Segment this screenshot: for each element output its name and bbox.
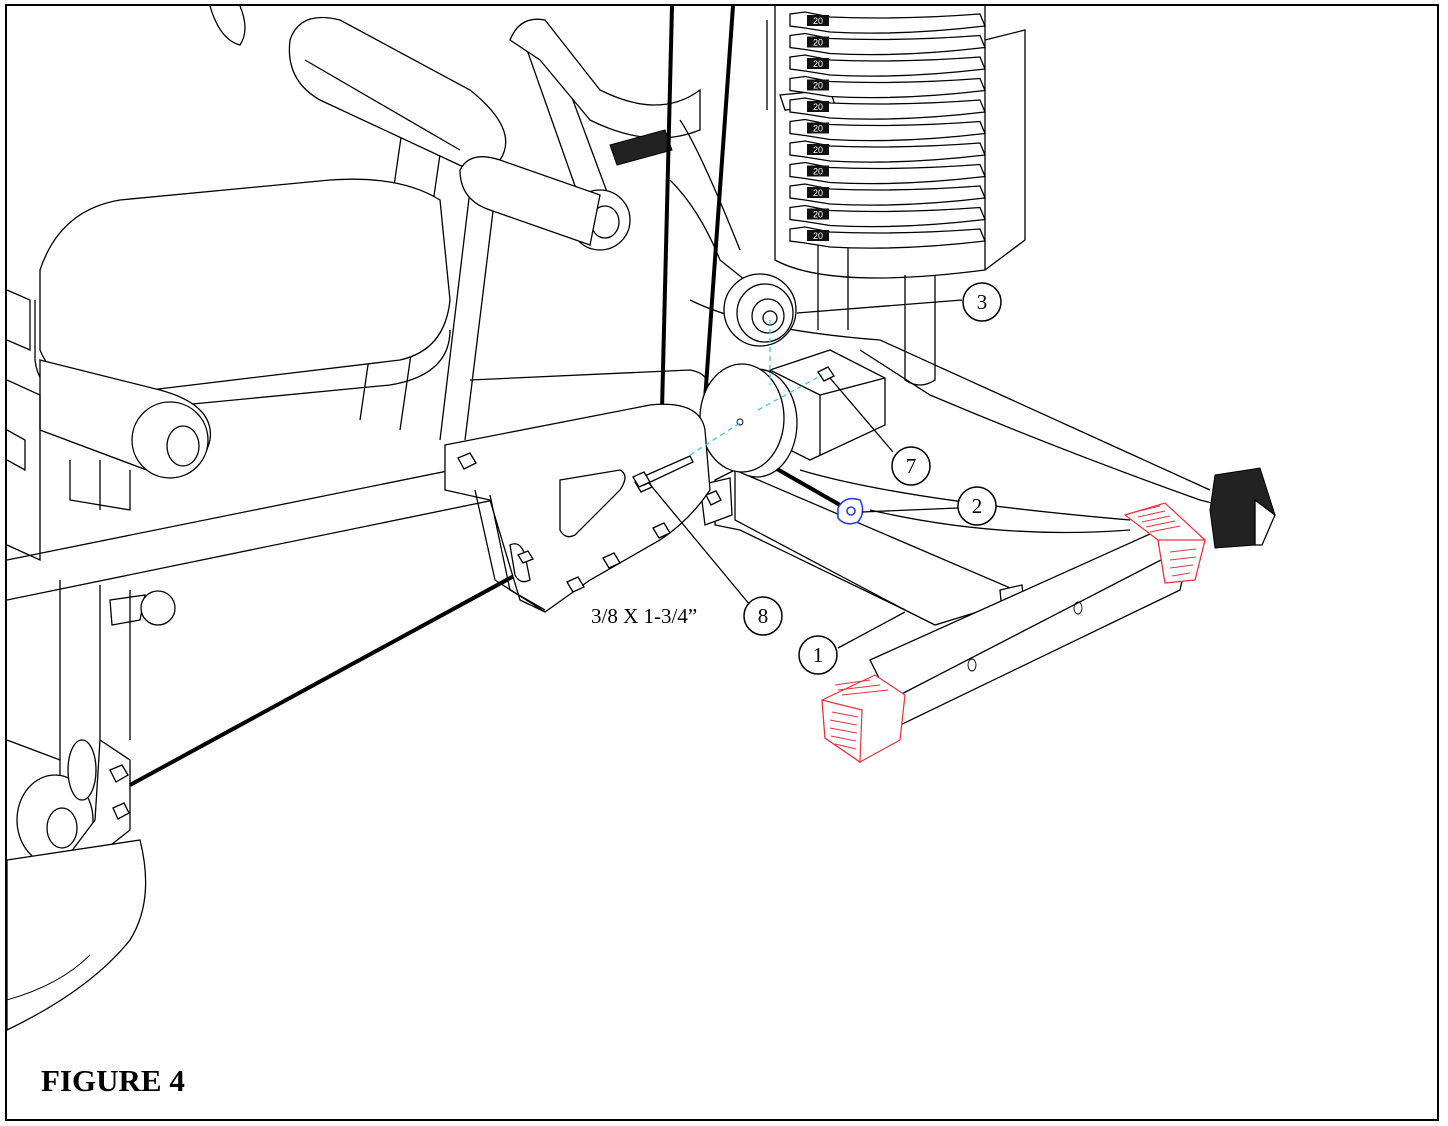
callout-7: 7 xyxy=(891,446,931,486)
svg-text:8: 8 xyxy=(758,604,769,628)
figure-title: FIGURE 4 xyxy=(41,1063,185,1098)
weight-plate-tag xyxy=(807,144,829,155)
rear-foot-cap xyxy=(1209,467,1276,549)
weight-plate-label: 20 xyxy=(813,16,823,26)
cable-clip-2 xyxy=(837,497,864,525)
pulley-3 xyxy=(723,273,797,347)
figure-frame xyxy=(5,4,1439,1121)
weight-plate-tag xyxy=(807,79,829,91)
main-frame xyxy=(669,119,1276,549)
weight-plate-label: 20 xyxy=(813,167,823,177)
weight-plate-label: 20 xyxy=(813,231,823,241)
bolt-spec-label: 3/8 X 1-3/4” xyxy=(591,604,698,628)
leader-lines xyxy=(647,299,963,649)
weight-plate-label: 20 xyxy=(813,102,823,112)
weight-plate-tag xyxy=(807,101,829,112)
pedal-grip xyxy=(609,129,673,166)
weight-plate xyxy=(789,32,986,56)
weight-plate-tag xyxy=(807,58,829,69)
press-arm xyxy=(209,6,701,251)
weight-plate-label: 20 xyxy=(813,38,823,48)
weight-plate-tag xyxy=(807,187,829,198)
end-cap-left xyxy=(821,674,906,764)
svg-text:1: 1 xyxy=(813,643,824,667)
weight-plate xyxy=(789,97,986,120)
svg-text:2: 2 xyxy=(972,494,983,518)
svg-text:7: 7 xyxy=(906,454,917,478)
weight-plate-tag xyxy=(807,122,829,134)
weight-plate xyxy=(789,226,986,249)
weight-stack: 20 20 20 20 20 20 20 20 20 20 20 xyxy=(766,6,1026,386)
weight-plate-label: 20 xyxy=(813,145,823,155)
weight-plate xyxy=(789,161,986,185)
weight-plate xyxy=(789,140,986,163)
weight-plate-label: 20 xyxy=(813,188,823,198)
callout-3: 3 xyxy=(962,282,1002,322)
weight-plate xyxy=(789,11,986,34)
weight-plate-tag xyxy=(807,165,829,177)
weight-plate-label: 20 xyxy=(813,124,823,134)
alignment-lines xyxy=(689,320,823,456)
weight-plate-tag xyxy=(807,230,829,241)
callout-1: 1 xyxy=(798,635,838,675)
weight-plate-tag xyxy=(807,208,829,220)
bolt-8 xyxy=(632,455,694,488)
pulley-large xyxy=(699,363,798,478)
end-cap-right xyxy=(1123,502,1206,584)
weight-plate xyxy=(789,54,986,77)
weight-plate-label: 20 xyxy=(813,210,823,220)
weight-plate xyxy=(789,204,986,228)
weight-plate-label: 20 xyxy=(813,59,823,69)
callout-8: 8 xyxy=(743,596,783,636)
weight-plate xyxy=(789,75,986,99)
nut-7 xyxy=(817,366,835,382)
weight-plate xyxy=(789,118,986,142)
weight-plate xyxy=(789,183,986,206)
callout-2: 2 xyxy=(957,486,997,526)
front-stabilizer xyxy=(699,469,1192,732)
weight-plate-tag xyxy=(807,36,829,48)
svg-text:3: 3 xyxy=(977,290,988,314)
weight-plate-tag xyxy=(807,15,829,26)
weight-plate-label: 20 xyxy=(813,81,823,91)
